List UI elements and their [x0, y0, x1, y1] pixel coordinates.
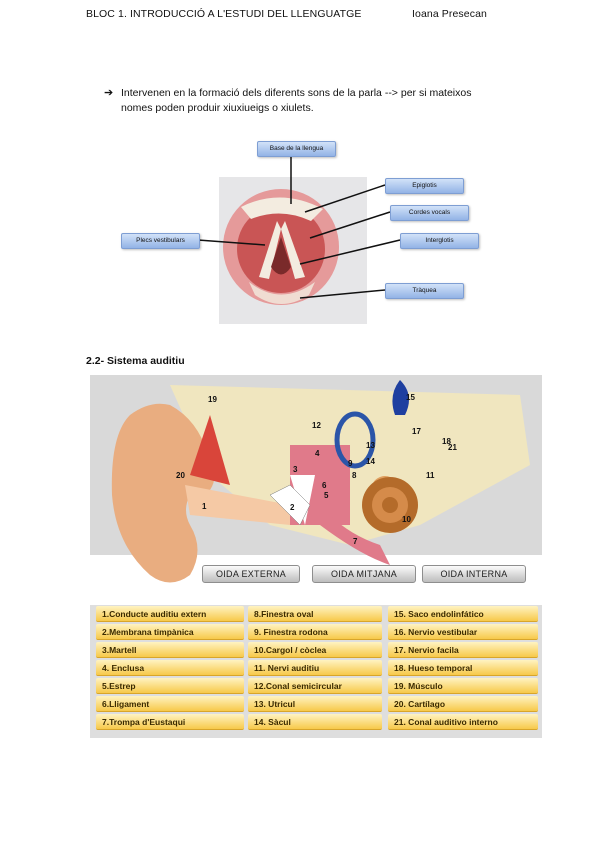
figure-number: 14	[366, 457, 375, 466]
bullet-line-1: Intervenen en la formació dels diferents…	[121, 87, 472, 99]
ear-part-label: 19. Músculo	[388, 678, 538, 694]
ear-part-label: 13. Utricul	[248, 696, 382, 712]
leader-line	[304, 184, 386, 213]
label-traquea: Tràquea	[385, 283, 464, 299]
label-cordes-vocals: Cordes vocals	[390, 205, 469, 221]
figure-number: 20	[176, 471, 185, 480]
figure-number: 1	[202, 502, 207, 511]
eustachian-tube	[320, 515, 390, 565]
ear-part-label: 3.Martell	[96, 642, 244, 658]
cochlea-center	[382, 497, 398, 513]
figure-number: 6	[322, 481, 327, 490]
vocal-cord-right	[281, 221, 305, 279]
ear-part-label: 21. Conal auditivo interno	[388, 714, 538, 730]
outer-ear-button[interactable]: OIDA EXTERNA	[202, 565, 300, 583]
leader-line	[299, 289, 386, 299]
middle-ear-button[interactable]: OIDA MITJANA	[312, 565, 416, 583]
leader-line	[197, 239, 266, 246]
ear-part-label: 1.Conducte auditiu extern	[96, 606, 244, 622]
figure-number: 10	[402, 515, 411, 524]
figure-number: 15	[406, 393, 415, 402]
figure-number: 11	[426, 471, 435, 480]
vocal-cord-left	[259, 221, 281, 279]
label-epiglotis: Epiglotis	[385, 178, 464, 194]
ear-part-label: 17. Nervio facila	[388, 642, 538, 658]
ear-part-label: 18. Hueso temporal	[388, 660, 538, 676]
ear-part-label: 14. Sàcul	[248, 714, 382, 730]
pinna	[111, 403, 215, 583]
figure-number: 19	[208, 395, 217, 404]
figure-number: 8	[352, 471, 357, 480]
ear-part-label: 11. Nervi auditiu	[248, 660, 382, 676]
label-plecs-vestibulars: Plecs vestibulars	[121, 233, 200, 249]
ear-part-label: 20. Cartílago	[388, 696, 538, 712]
endolymphatic-sac	[392, 380, 409, 415]
ear-part-label: 9. Finestra rodona	[248, 624, 382, 640]
leader-line	[299, 239, 401, 265]
epiglottis-shape	[241, 197, 323, 221]
semicircular-canal	[334, 411, 376, 469]
figure-number: 3	[293, 465, 298, 474]
ear-part-label: 8.Finestra oval	[248, 606, 382, 622]
ear-illustration	[90, 375, 542, 583]
ossicles	[269, 484, 311, 526]
figure-number: 5	[324, 491, 329, 500]
arrow-bullet-icon: ➔	[104, 87, 114, 99]
section-heading: 2.2- Sistema auditiu	[86, 355, 185, 367]
ear-part-label: 10.Cargol / còclea	[248, 642, 382, 658]
figure-number: 18	[442, 437, 451, 446]
cartilage-muscle	[190, 415, 230, 485]
leader-line	[309, 211, 391, 239]
figure-number: 12	[312, 421, 321, 430]
figure-number: 2	[290, 503, 295, 512]
header-title: BLOC 1. INTRODUCCIÓ A L'ESTUDI DEL LLENG…	[86, 8, 362, 20]
glottis-opening	[271, 237, 291, 275]
ear-part-label: 15. Saco endolinfático	[388, 606, 538, 622]
figure-number: 7	[353, 537, 358, 546]
inner-ear-button[interactable]: OIDA INTERNA	[422, 565, 526, 583]
ear-canal	[185, 485, 290, 525]
ear-part-label: 4. Enclusa	[96, 660, 244, 676]
bullet-paragraph: ➔ Intervenen en la formació dels diferen…	[104, 86, 504, 116]
label-base-llengua: Base de la llengua	[257, 141, 336, 157]
ear-part-label: 6.Lligament	[96, 696, 244, 712]
figure-number: 4	[315, 449, 320, 458]
bullet-line-2: nomes poden produir xiuxiueigs o xiulets…	[121, 102, 314, 114]
header-author: Ioana Presecan	[412, 8, 487, 20]
ear-part-label: 16. Nervio vestibular	[388, 624, 538, 640]
figure-number: 9	[348, 459, 353, 468]
ear-part-label: 5.Estrep	[96, 678, 244, 694]
ear-diagram: 1 2 3 4 5 6 7 8 9 10 11 12 13 14 15 17 1…	[90, 375, 542, 738]
ear-part-label: 7.Trompa d'Eustaqui	[96, 714, 244, 730]
trachea-ring	[249, 282, 315, 304]
figure-number: 21	[448, 443, 457, 452]
figure-number: 17	[412, 427, 421, 436]
larynx-image	[219, 177, 367, 324]
label-interglotis: Interglotis	[400, 233, 479, 249]
figure-number: 13	[366, 441, 375, 450]
ear-part-label: 12.Conal semicircular	[248, 678, 382, 694]
larynx-illustration	[223, 189, 339, 305]
ear-part-label: 2.Membrana timpànica	[96, 624, 244, 640]
